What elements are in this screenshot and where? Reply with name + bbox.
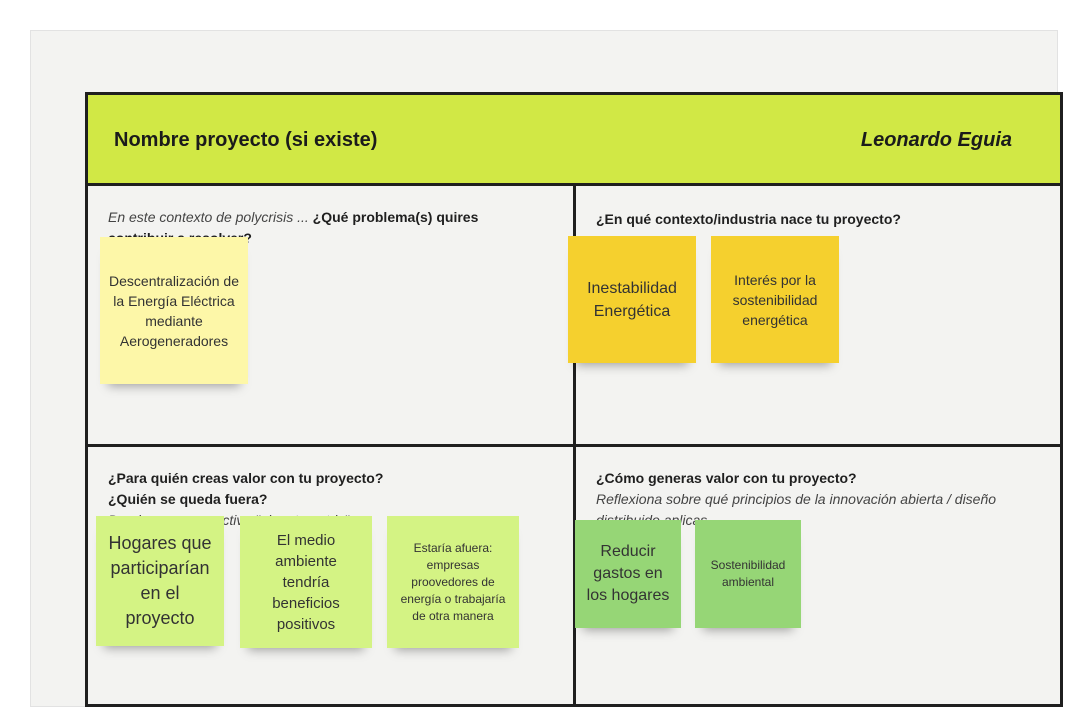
- whiteboard: Nombre proyecto (si existe) Leonardo Egu…: [30, 30, 1063, 707]
- sticky-note-reduce-costs[interactable]: Reducir gastos en los hogares: [575, 520, 681, 628]
- project-title[interactable]: Nombre proyecto (si existe): [114, 129, 378, 151]
- sticky-note-text: Interés por la sostenibilidad energética: [732, 271, 818, 328]
- project-canvas-frame: Nombre proyecto (si existe) Leonardo Egu…: [85, 92, 1063, 707]
- sticky-note-decentralization[interactable]: Descentralización de la Energía Eléctric…: [100, 237, 248, 384]
- audience-question-line1: ¿Para quién creas valor con tu proyecto?: [108, 470, 384, 486]
- problem-intro: En este contexto de polycrisis ...: [108, 209, 309, 225]
- value-question-text: ¿Cómo generas valor con tu proyecto?: [596, 470, 857, 486]
- sticky-note-text: Sostenibilidad ambiental: [710, 558, 786, 589]
- sticky-note-households[interactable]: Hogares que participarían en el proyecto: [96, 516, 224, 646]
- canvas-header: Nombre proyecto (si existe) Leonardo Egu…: [88, 95, 1060, 186]
- sticky-note-text: Estaría afuera: empresas proovedores de …: [400, 540, 506, 623]
- sticky-note-left-out[interactable]: Estaría afuera: empresas proovedores de …: [387, 516, 519, 648]
- sticky-note-text: Descentralización de la Energía Eléctric…: [109, 272, 239, 349]
- sticky-note-text: Reducir gastos en los hogares: [586, 543, 670, 604]
- sticky-note-sustainability-interest[interactable]: Interés por la sostenibilidad energética: [711, 236, 839, 363]
- sticky-note-environment[interactable]: El medio ambiente tendría beneficios pos…: [240, 516, 372, 648]
- sticky-note-energy-instability[interactable]: Inestabilidad Energética: [568, 236, 696, 363]
- context-question-text: ¿En qué contexto/industria nace tu proye…: [596, 211, 901, 227]
- author-name[interactable]: Leonardo Eguia: [860, 129, 1012, 151]
- sticky-note-text: Hogares que participarían en el proyecto: [108, 533, 212, 628]
- sticky-note-text: El medio ambiente tendría beneficios pos…: [272, 531, 340, 633]
- horizontal-divider: [88, 444, 1060, 447]
- context-question[interactable]: ¿En qué contexto/industria nace tu proye…: [596, 209, 1036, 230]
- sticky-note-environmental-sustainability[interactable]: Sostenibilidad ambiental: [695, 520, 801, 628]
- audience-question-line2: ¿Quién se queda fuera?: [108, 491, 268, 507]
- sticky-note-text: Inestabilidad Energética: [587, 279, 677, 320]
